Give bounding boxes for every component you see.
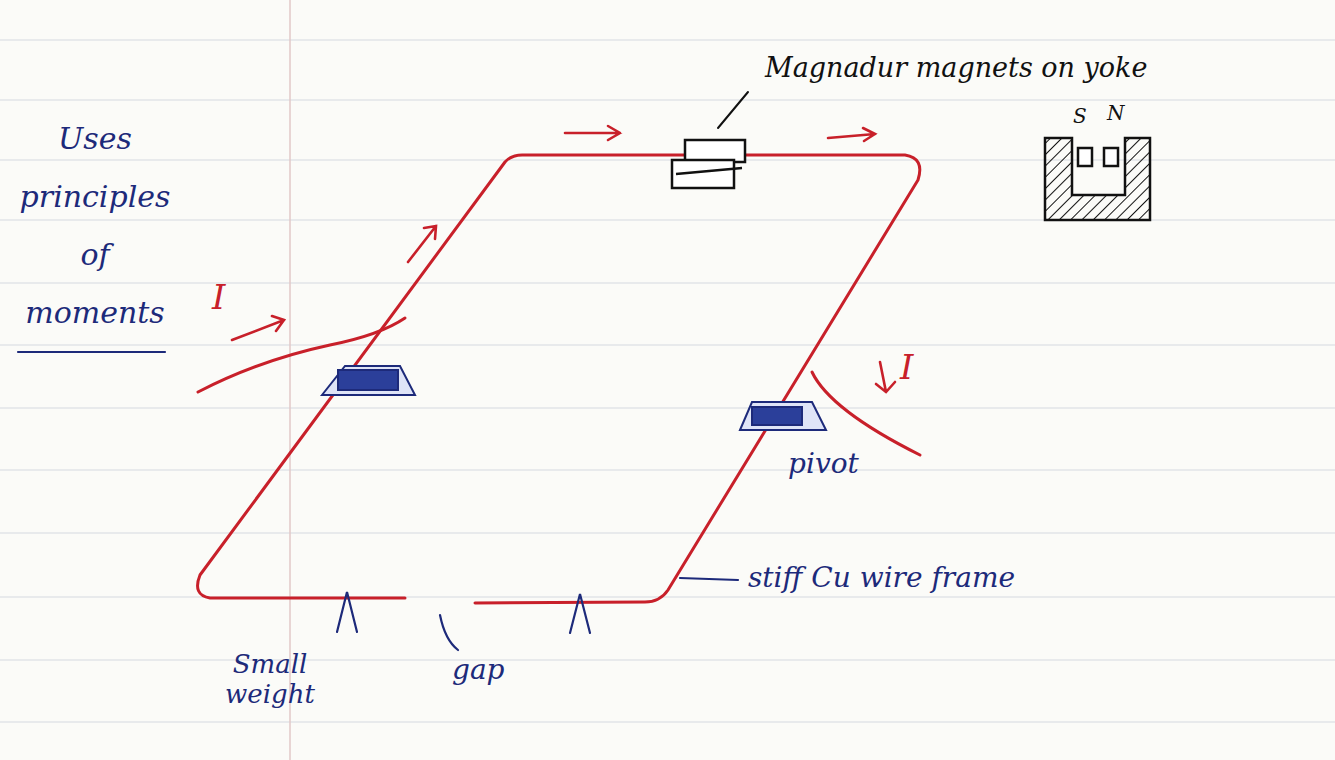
part-label: pivot [788,448,908,480]
ruled-lines [0,40,1335,722]
pole-label: N [1107,102,1137,125]
part-label: Magnadur magnets on yoke [765,52,1225,83]
current-arrows [232,126,895,392]
leader-lines-blue [18,352,738,650]
current-symbol: I [900,348,940,387]
part-label: stiff Cu wire frame [748,562,1148,594]
magnet-on-frame [672,140,745,188]
leader-lines [718,92,748,128]
margin-line [289,0,291,760]
pivot-blocks [322,366,826,430]
part-label: Small weight [205,650,335,710]
yoke-sketch [1045,138,1150,220]
part-label: gap [452,654,542,686]
note-text: Uses principles of moments [10,110,180,342]
pole-label: S [1073,105,1103,128]
left-lead [198,318,405,392]
wire-frame [198,155,920,603]
current-symbol: I [212,278,252,317]
